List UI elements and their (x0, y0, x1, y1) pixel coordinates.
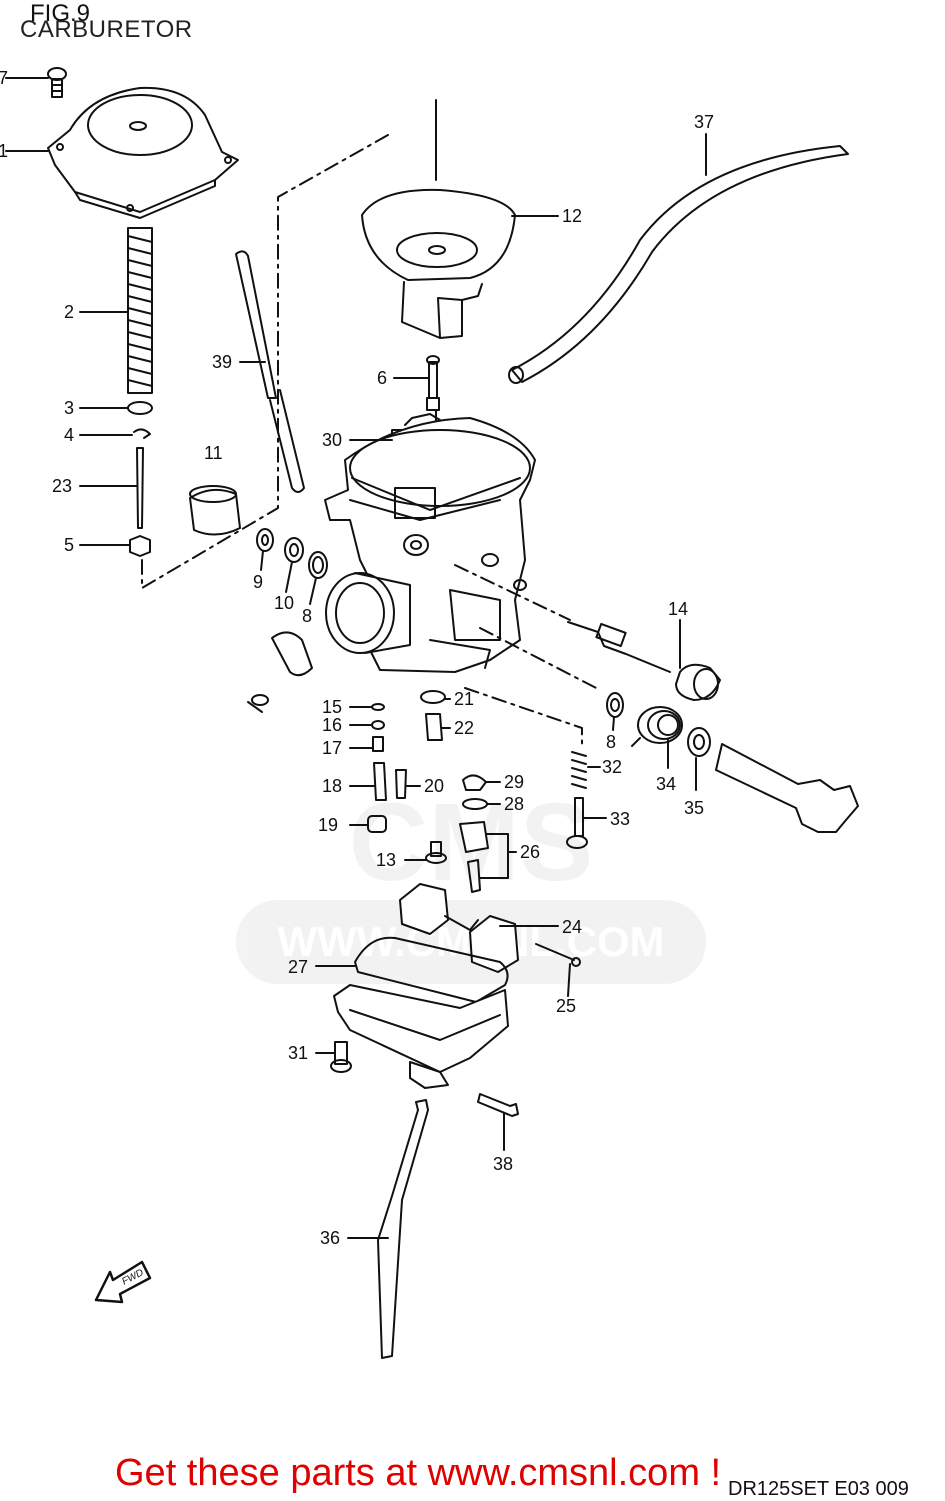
callout-24: 24 (562, 917, 582, 937)
callout-27: 27 (288, 957, 308, 977)
callout-26: 26 (520, 842, 540, 862)
callout-18: 18 (322, 776, 342, 796)
callout-10: 10 (274, 593, 294, 613)
callout-22: 22 (454, 718, 474, 738)
part-screw-31 (330, 1041, 352, 1073)
callout-37: 37 (694, 112, 714, 132)
part-washer-3 (127, 401, 153, 415)
callout-11: 11 (204, 443, 223, 463)
callout-33: 33 (610, 809, 630, 829)
callout-29: 29 (504, 772, 524, 792)
callout-28: 28 (504, 794, 524, 814)
callout-34: 34 (656, 774, 676, 794)
callout-19: 19 (318, 815, 338, 835)
part-small-screw (247, 694, 269, 713)
callout-14: 14 (668, 599, 688, 619)
callout-9: 9 (253, 572, 263, 592)
callout-36: 36 (320, 1228, 340, 1248)
part-drain-tube-36 (377, 1099, 429, 1359)
part-float-bowl (333, 936, 509, 1089)
part-carburetor-body (324, 413, 536, 673)
part-top-cap-1 (47, 86, 239, 219)
fwd-arrow-icon (94, 1260, 152, 1304)
part-15 (371, 703, 385, 711)
part-17 (372, 736, 384, 752)
part-spring-32 (571, 751, 587, 789)
promo-link[interactable]: Get these parts at www.cmsnl.com ! (115, 1452, 722, 1494)
part-clip-4 (133, 428, 151, 439)
part-spring-34 (631, 706, 683, 747)
part-29 (462, 774, 487, 791)
part-jet-20 (395, 769, 407, 799)
part-oring-8b (606, 692, 624, 718)
part-washer-10 (284, 537, 304, 563)
part-screw-13 (425, 841, 447, 864)
part-pin-25 (535, 943, 581, 967)
part-cylinder-11 (189, 485, 241, 536)
part-diaphragm-12 (361, 188, 516, 339)
callout-8a: 8 (302, 606, 312, 626)
callout-21: 21 (454, 689, 474, 709)
callout-15: 15 (322, 697, 342, 717)
part-cap-disc (271, 631, 313, 677)
part-screw-6 (426, 355, 440, 411)
part-tube-39 (235, 250, 305, 493)
callout-13: 13 (376, 850, 396, 870)
part-needle-23 (136, 447, 144, 529)
callout-35: 35 (684, 798, 704, 818)
callout-25: 25 (556, 996, 576, 1016)
callout-3: 3 (64, 398, 74, 418)
part-screw-38 (477, 1093, 519, 1117)
callout-2: 2 (64, 302, 74, 322)
part-spring-2 (127, 227, 153, 394)
callout-39: 39 (212, 352, 232, 372)
callout-30: 30 (322, 430, 342, 450)
part-screw-7 (47, 67, 67, 98)
callout-20: 20 (424, 776, 444, 796)
part-washer-21 (420, 690, 446, 704)
callout-38: 38 (493, 1154, 513, 1174)
part-screw-33 (566, 797, 588, 849)
callout-8b: 8 (606, 732, 616, 752)
callout-32: 32 (602, 757, 622, 777)
callout-7: 7 (0, 68, 8, 88)
figure-title: CARBURETOR (20, 16, 193, 43)
callout-5: 5 (64, 535, 74, 555)
part-screw-22 (425, 713, 443, 741)
callout-12: 12 (562, 206, 582, 226)
part-hose-37 (508, 145, 849, 384)
callout-31: 31 (288, 1043, 308, 1063)
reference-code: DR125SET E03 009 (728, 1478, 909, 1500)
part-float-24 (399, 883, 519, 973)
part-oring-8a (308, 551, 328, 579)
callout-1: 1 (0, 141, 8, 161)
part-16 (371, 720, 385, 730)
callout-6: 6 (377, 368, 387, 388)
part-float-valve-26 (459, 821, 489, 893)
part-jet-18 (373, 762, 387, 801)
part-collar-35 (687, 727, 711, 757)
part-washer-9 (256, 528, 274, 552)
callout-23: 23 (52, 476, 72, 496)
callout-4: 4 (64, 425, 74, 445)
part-nut-5 (129, 535, 151, 557)
figure-number: FIG.9 (30, 0, 91, 27)
part-throttle-cable-14 (567, 621, 721, 701)
part-throttle-shaft (715, 743, 859, 833)
callout-17: 17 (322, 738, 342, 758)
callout-16: 16 (322, 715, 342, 735)
